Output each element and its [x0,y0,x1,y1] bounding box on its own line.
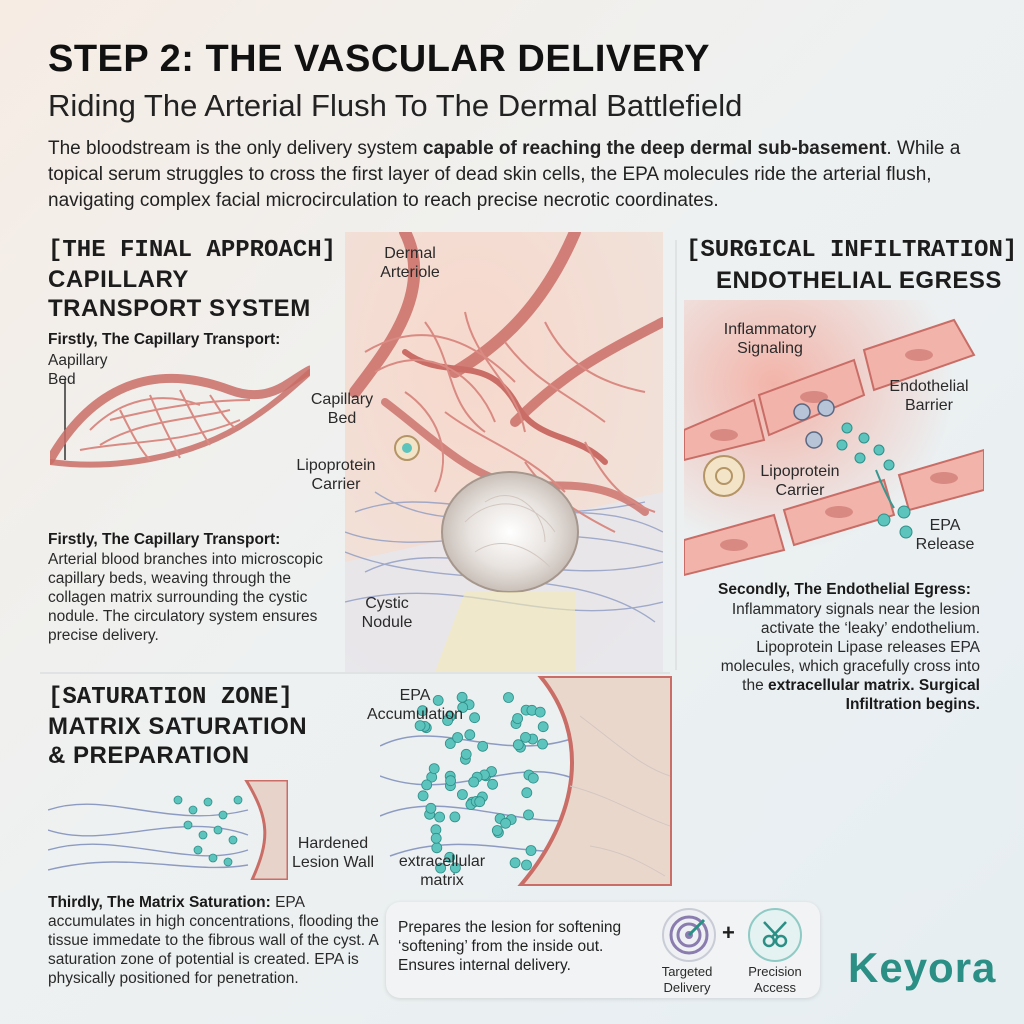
page-title: STEP 2: THE VASCULAR DELIVERY [48,38,711,80]
capillary-step-label: Firstly, The Capillary Transport: [48,331,281,348]
plus-sign: + [722,920,735,945]
capillary-cyst-illustration [345,232,663,672]
capillary-section-tag: [THE FINAL APPROACH] [48,237,337,264]
epa-molecule [527,772,539,784]
epa-molecule [435,862,446,874]
epa-molecule [450,862,461,874]
saturation-section-heading-2: & PREPARATION [48,742,250,769]
capillary-section-heading-2: TRANSPORT SYSTEM [48,295,311,322]
page-subtitle: Riding The Arterial Flush To The Dermal … [48,88,743,123]
endothelial-egress-illustration [684,300,984,580]
epa-molecule [428,763,440,774]
scalpel-icon [748,908,802,962]
epa-molecule [444,738,456,749]
capillary-step-body: Arterial blood branches into microscopic… [48,551,323,644]
epa-molecule [449,811,461,823]
saturation-section-heading-1: MATRIX SATURATION [48,713,308,740]
epa-molecule [521,787,533,799]
epa-molecule [537,738,548,750]
epa-molecule [534,706,546,718]
epa-molecule [457,702,469,713]
intro-text-bold: capable of reaching the deep dermal sub-… [422,138,887,159]
epa-molecule [445,775,456,787]
egress-step-body: Inflammatory signals near the lesion act… [720,601,980,713]
intro-text-a: The bloodstream is the only delivery sys… [48,138,423,159]
epa-molecule [509,857,521,869]
epa-molecule [520,732,531,743]
target-icon [662,908,716,962]
intro-paragraph: The bloodstream is the only delivery sys… [48,136,988,214]
epa-molecule [414,720,426,731]
epa-molecule [417,705,428,717]
epa-accumulation-illustration [380,676,672,886]
epa-molecule [442,715,453,726]
vertical-divider [675,240,677,670]
intro-text-b: . While a topical serum struggles to cro… [48,138,961,211]
epa-molecule [487,778,498,790]
epa-molecule [477,740,489,752]
epa-molecule [523,809,534,821]
epa-molecule [457,789,468,800]
capillary-step-heading: Firstly, The Capillary Transport: [48,531,281,548]
epa-molecule [425,802,437,814]
epa-molecule [434,811,445,823]
epa-molecule [537,721,549,733]
capillary-bed-illustration [50,365,310,468]
egress-section-tag: [SURGICAL INFILTRATION] [686,237,1018,264]
epa-molecule [444,851,456,863]
brand-logo: Keyora [848,944,997,991]
epa-molecule [525,845,537,856]
delivery-callout [386,902,820,998]
egress-section-heading: ENDOTHELIAL EGRESS [716,267,1002,294]
epa-molecule [521,859,532,871]
epa-molecule [417,790,429,802]
epa-molecule [503,692,514,703]
epa-molecule [474,796,486,808]
epa-molecule [460,748,472,760]
epa-molecule [421,779,433,791]
callout-text: Prepares the lesion for softening ‘softe… [398,919,622,974]
epa-molecule [512,713,524,724]
epa-molecule [500,817,511,829]
epa-molecule [430,832,442,844]
saturation-section-tag: [SATURATION ZONE] [48,684,293,711]
capillary-section-heading-1: CAPILLARY [48,266,189,293]
saturation-small-illustration [48,780,288,880]
epa-molecule [468,776,480,788]
saturation-step-body: Thirdly, The Matrix Saturation: EPA accu… [48,894,379,987]
epa-molecule [469,712,480,724]
horizontal-divider [40,672,670,674]
epa-molecule [432,694,444,706]
epa-molecule [464,729,476,741]
egress-step-heading: Secondly, The Endothelial Egress: [718,581,971,598]
epa-molecule [452,732,463,743]
epa-molecule [491,825,503,836]
epa-molecule [512,739,524,751]
